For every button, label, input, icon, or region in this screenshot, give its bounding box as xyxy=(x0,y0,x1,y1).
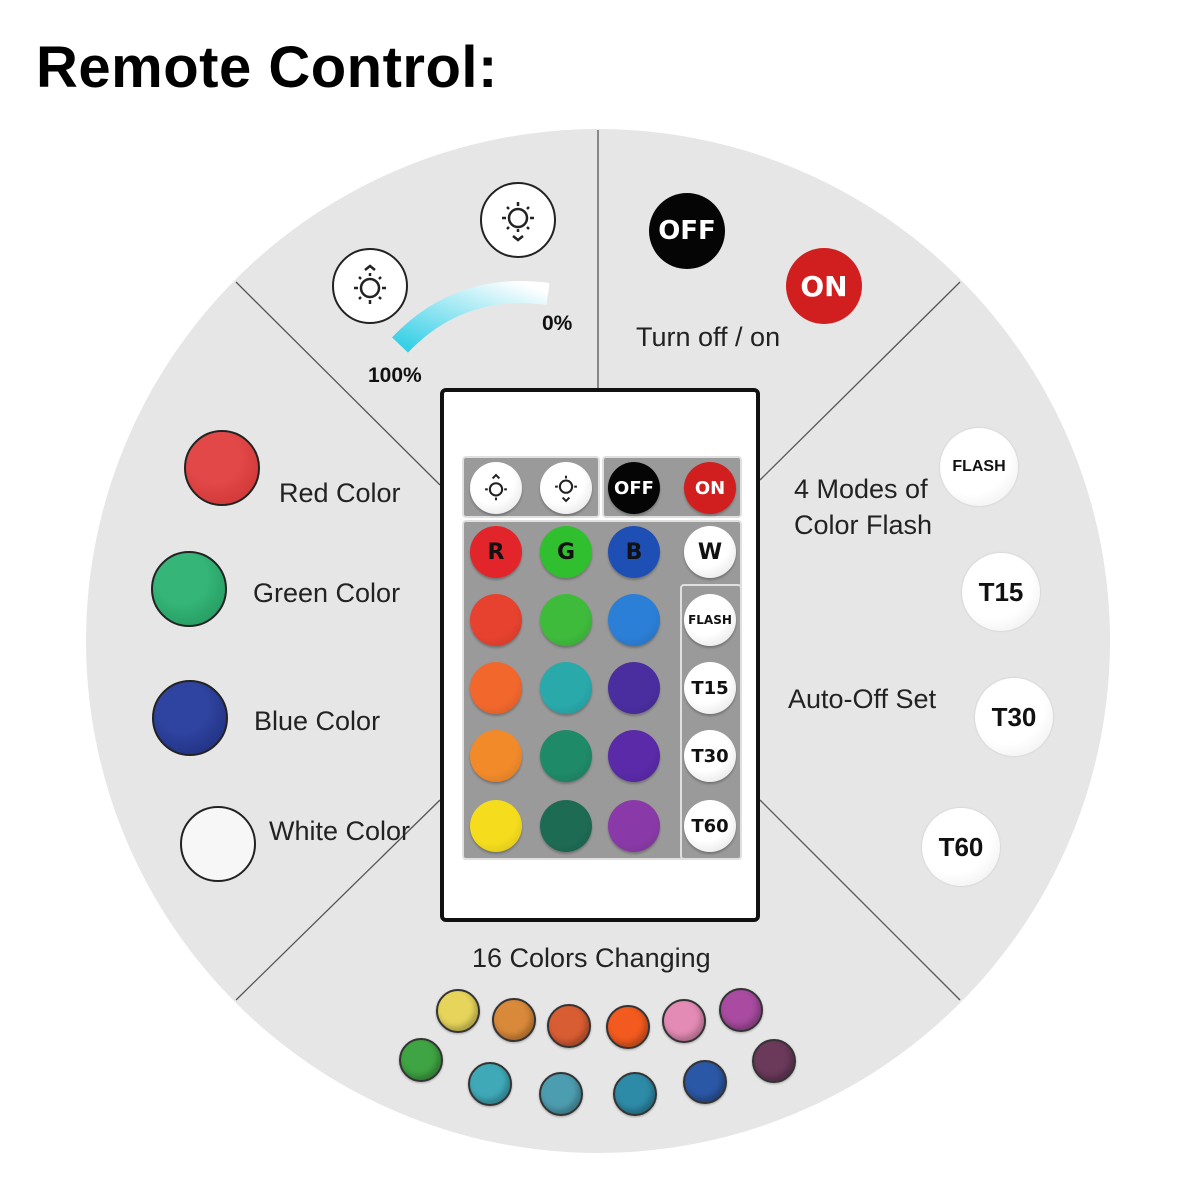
remote-color-button[interactable] xyxy=(540,730,592,782)
remote-color-button[interactable] xyxy=(608,594,660,646)
remote-color-button[interactable] xyxy=(608,800,660,852)
power-caption: Turn off / on xyxy=(636,322,781,352)
white-color-ball xyxy=(180,806,256,882)
brightness-max-label: 100% xyxy=(368,364,422,387)
remote-t30-button[interactable]: T30 xyxy=(684,730,736,782)
sixteen-colors-caption: 16 Colors Changing xyxy=(472,943,711,973)
flash-caption-line1: 4 Modes of xyxy=(794,474,928,504)
remote-flash-label: FLASH xyxy=(688,613,732,627)
on-button-illustration: ON xyxy=(786,248,862,324)
off-button-illustration: OFF xyxy=(649,193,725,269)
white-color-label: White Color xyxy=(269,816,411,846)
remote-on-label: ON xyxy=(694,477,726,499)
color-dot xyxy=(468,1062,512,1106)
remote-color-button[interactable] xyxy=(608,662,660,714)
remote-r-label: R xyxy=(487,539,505,565)
color-dot xyxy=(547,1004,591,1048)
remote-on-button[interactable]: ON xyxy=(684,462,736,514)
flash-caption-line2: Color Flash xyxy=(794,510,933,540)
color-dot xyxy=(752,1039,796,1083)
flash-label: FLASH xyxy=(952,458,1006,475)
red-color-label: Red Color xyxy=(279,478,401,508)
remote-color-button[interactable] xyxy=(540,800,592,852)
remote-brightness-up-button[interactable] xyxy=(470,462,522,514)
color-dot xyxy=(436,989,480,1033)
t60-illustration: T60 xyxy=(922,808,1000,886)
flash-mode-illustration: FLASH xyxy=(940,428,1018,506)
remote-color-button[interactable] xyxy=(608,730,660,782)
auto-off-caption: Auto-Off Set xyxy=(788,684,937,714)
brightness-min-label: 0% xyxy=(542,312,573,335)
green-color-label: Green Color xyxy=(253,578,401,608)
t15-label: T15 xyxy=(978,576,1024,607)
remote-t30-label: T30 xyxy=(691,745,729,767)
color-dot xyxy=(399,1038,443,1082)
remote-red-button[interactable]: R xyxy=(470,526,522,578)
remote-color-button[interactable] xyxy=(540,594,592,646)
page-title: Remote Control: xyxy=(36,35,498,100)
color-dot xyxy=(683,1060,727,1104)
remote-b-label: B xyxy=(625,539,643,565)
blue-color-label: Blue Color xyxy=(254,706,381,736)
off-label: OFF xyxy=(658,216,716,246)
remote-t60-button[interactable]: T60 xyxy=(684,800,736,852)
remote-color-button[interactable] xyxy=(470,730,522,782)
remote-brightness-down-button[interactable] xyxy=(540,462,592,514)
remote-color-button[interactable] xyxy=(470,594,522,646)
remote-g-label: G xyxy=(556,539,576,565)
t15-illustration: T15 xyxy=(962,553,1040,631)
remote-off-button[interactable]: OFF xyxy=(608,462,660,514)
remote-color-button[interactable] xyxy=(540,662,592,714)
green-color-ball xyxy=(151,551,227,627)
red-color-ball xyxy=(184,430,260,506)
remote-white-button[interactable]: W xyxy=(684,526,736,578)
brightness-down-icon xyxy=(480,182,556,258)
remote-off-label: OFF xyxy=(614,477,654,499)
remote-flash-button[interactable]: FLASH xyxy=(684,594,736,646)
remote-t15-label: T15 xyxy=(691,677,729,699)
color-dot xyxy=(719,988,763,1032)
remote-color-button[interactable] xyxy=(470,662,522,714)
t60-label: T60 xyxy=(938,831,984,862)
remote-control: OFF ON R G B W FLASH T15 T30 T60 xyxy=(440,388,760,922)
remote-t15-button[interactable]: T15 xyxy=(684,662,736,714)
color-dot xyxy=(539,1072,583,1116)
color-dot xyxy=(492,998,536,1042)
color-dot xyxy=(606,1005,650,1049)
on-label: ON xyxy=(800,269,848,303)
t30-illustration: T30 xyxy=(975,678,1053,756)
remote-color-button[interactable] xyxy=(470,800,522,852)
brightness-arc xyxy=(392,281,550,353)
remote-blue-button[interactable]: B xyxy=(608,526,660,578)
blue-color-ball xyxy=(152,680,228,756)
remote-w-label: W xyxy=(697,539,723,565)
color-dot xyxy=(662,999,706,1043)
remote-t60-label: T60 xyxy=(691,815,729,837)
brightness-up-icon xyxy=(332,248,408,324)
remote-green-button[interactable]: G xyxy=(540,526,592,578)
color-dot xyxy=(613,1072,657,1116)
t30-label: T30 xyxy=(991,701,1037,732)
